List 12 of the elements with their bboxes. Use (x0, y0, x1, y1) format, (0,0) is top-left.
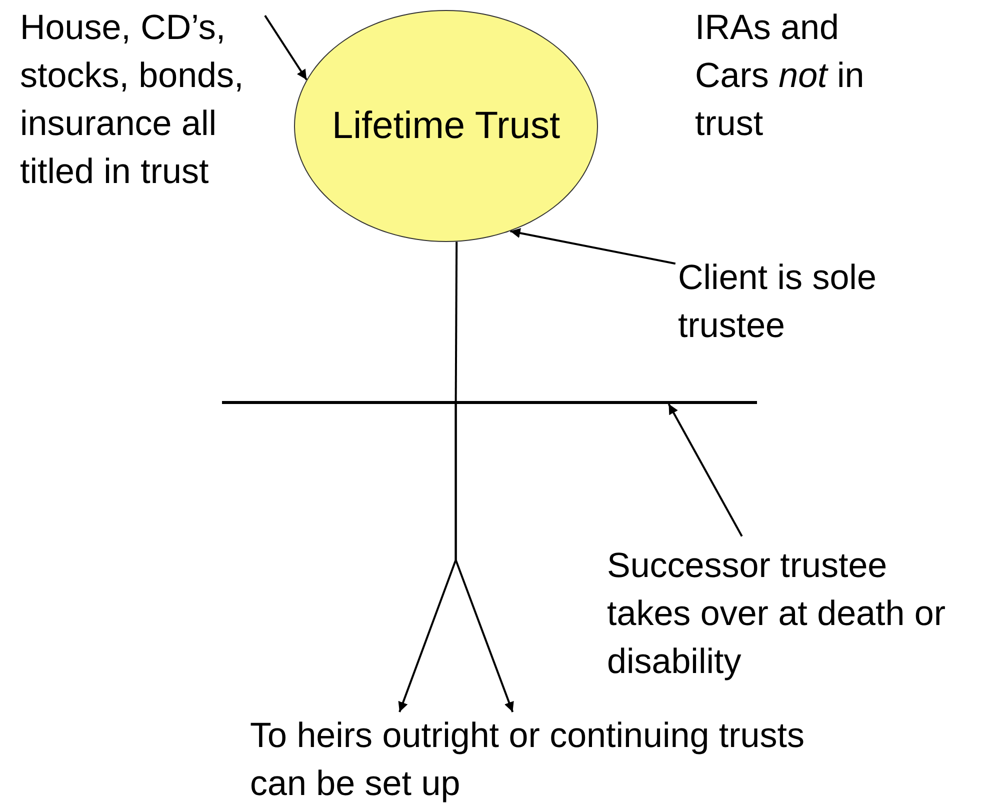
crossbar-line (222, 401, 757, 404)
note-text: Successor trustee takes over at death or disability (607, 542, 962, 686)
connector-line (454, 242, 458, 401)
trust-ellipse: Lifetime Trust (294, 10, 598, 242)
arrow (454, 404, 514, 712)
arrow (668, 404, 743, 537)
note-text: House, CD’s, stocks, bonds, insurance all titled in trust (20, 4, 265, 196)
arrow (264, 14, 308, 80)
note-text: To heirs outright or continuing trusts can be set up (250, 712, 810, 808)
note-text: IRAs and Cars not in trust (695, 7, 866, 145)
arrow (510, 228, 676, 265)
note-text: Client is sole trustee (678, 254, 938, 350)
